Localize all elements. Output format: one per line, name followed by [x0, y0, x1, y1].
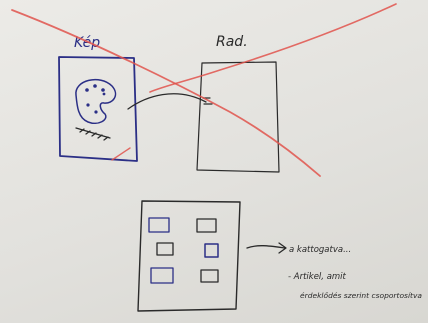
left-image-panel: [58, 56, 138, 162]
thumbnail-4: [204, 243, 219, 258]
palette-icon: [75, 78, 117, 125]
red-strike: [11, 3, 397, 177]
thumbnail-5: [150, 267, 174, 284]
note-line-3: érdeklődés szerint csoportosítva: [300, 291, 422, 300]
connector-curve: [127, 93, 207, 110]
thumbnail-2: [196, 218, 217, 233]
caption-scribble: [75, 127, 111, 141]
note-line-2: - Artikel, amit: [288, 272, 347, 282]
note-line-1: a kattogatva...: [289, 245, 351, 255]
arrow-icon: [246, 242, 287, 254]
thumbnail-1: [148, 217, 170, 233]
right-panel-title: Rad.: [216, 34, 248, 50]
thumbnail-6: [200, 269, 219, 283]
thumbnail-3: [156, 242, 174, 256]
grid-panel: [137, 200, 241, 312]
